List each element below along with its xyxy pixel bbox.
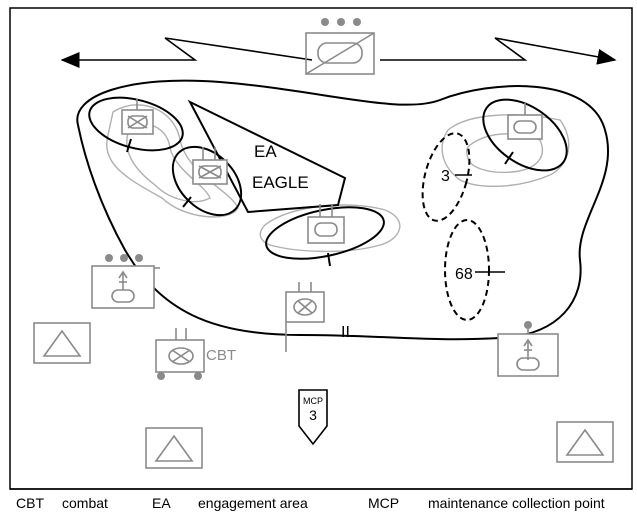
armor-unit-icon bbox=[121, 99, 154, 135]
objective-68: 68 bbox=[444, 219, 505, 321]
mcp-marker-icon: MCP 3 bbox=[298, 389, 328, 446]
battle-position-west bbox=[88, 96, 184, 153]
legend-abbr-ea: EA bbox=[152, 495, 171, 511]
mcp-number-label: 3 bbox=[309, 407, 317, 423]
support-unit-left-icon bbox=[91, 254, 160, 309]
triangle-icon bbox=[145, 427, 203, 469]
boundary-unit-icon bbox=[285, 282, 325, 352]
mcp-title-label: MCP bbox=[303, 396, 323, 406]
support-unit-right-icon bbox=[497, 321, 559, 377]
objective-68-label: 68 bbox=[455, 266, 473, 283]
combat-tag-label: CBT bbox=[206, 347, 236, 364]
ea-label: EA bbox=[254, 142, 277, 161]
legend-abbr-cbt: CBT bbox=[16, 495, 44, 511]
legend-meaning-cbt: combat bbox=[62, 495, 108, 511]
triangle-icon bbox=[556, 421, 614, 463]
top-hq-unit-icon bbox=[305, 18, 375, 75]
battle-position-center-west bbox=[171, 145, 243, 217]
legend-meaning-mcp: maintenance collection point bbox=[428, 495, 605, 511]
objective-3-label: 3 bbox=[441, 168, 450, 185]
armor-unit-icon bbox=[192, 147, 228, 185]
double-arrow-icon bbox=[60, 37, 617, 68]
legend-meaning-ea: engagement area bbox=[198, 495, 308, 511]
ea-name-label: EAGLE bbox=[252, 173, 309, 192]
battle-position-center bbox=[265, 204, 385, 267]
area-boundary bbox=[76, 79, 610, 341]
mechanized-unit-icon bbox=[507, 103, 543, 140]
battle-position-east bbox=[482, 98, 568, 172]
mechanized-unit-icon bbox=[307, 204, 345, 244]
engagement-area-eagle bbox=[187, 99, 347, 214]
triangle-icon bbox=[33, 322, 91, 364]
legend: CBT combat EA engagement area MCP mainte… bbox=[0, 489, 637, 517]
objective-3: 3 bbox=[421, 132, 472, 222]
boundary-marker-label: II bbox=[341, 324, 350, 341]
legend-abbr-mcp: MCP bbox=[368, 495, 400, 511]
combat-trains-unit-icon bbox=[155, 328, 205, 380]
